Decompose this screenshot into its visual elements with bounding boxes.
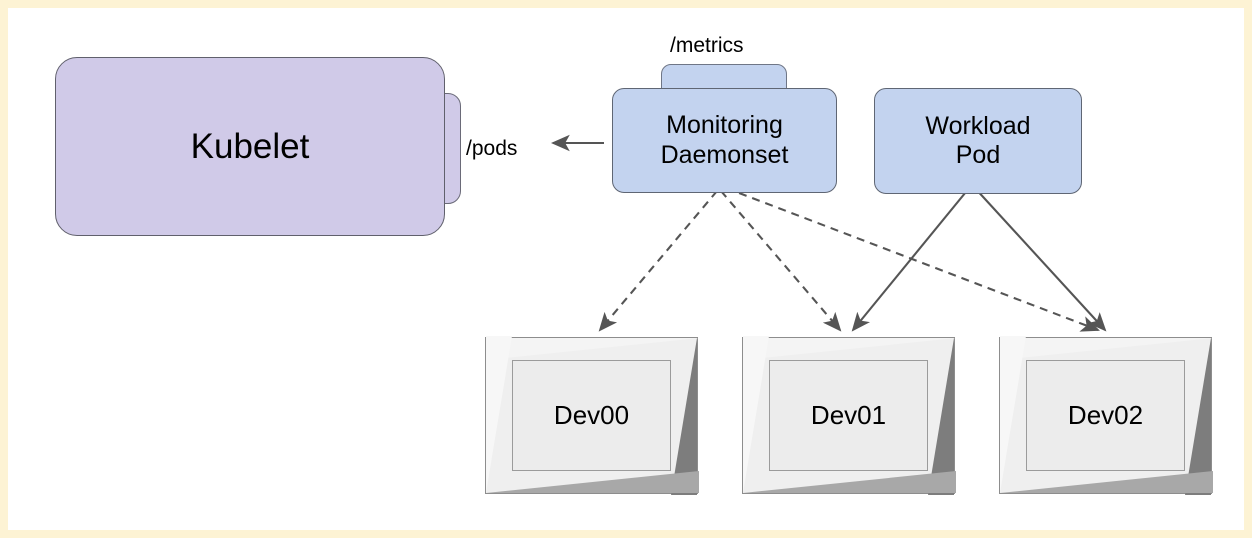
device-bevel-top (1000, 338, 1213, 360)
device-bevel-top (743, 338, 956, 360)
device-frame: Dev00 (485, 336, 699, 495)
monitoring-daemonset-label: Monitoring Daemonset (660, 111, 789, 169)
kubelet-node-group[interactable]: Kubelet (55, 57, 475, 252)
device-node-dev00[interactable]: Dev00 (485, 336, 699, 495)
device-label: Dev00 (553, 400, 630, 431)
pods-endpoint-label: /pods (466, 137, 518, 160)
workload-pod-node[interactable]: Workload Pod (874, 88, 1082, 194)
device-bevel-bottom (1000, 471, 1213, 493)
edge-daemonset-to-dev02 (725, 187, 1100, 332)
device-node-dev02[interactable]: Dev02 (999, 336, 1213, 495)
edge-workload-to-dev01 (851, 186, 971, 332)
device-bevel-left (743, 336, 769, 493)
device-bevel-right (928, 338, 954, 495)
monitoring-daemonset-group[interactable]: Monitoring Daemonset (612, 64, 844, 200)
device-bevel-right (671, 338, 697, 495)
monitoring-daemonset-node[interactable]: Monitoring Daemonset (612, 88, 837, 193)
device-frame: Dev01 (742, 336, 956, 495)
kubelet-label: Kubelet (190, 126, 310, 166)
edge-workload-to-dev02 (973, 186, 1107, 332)
edge-daemonset-to-dev01 (720, 190, 842, 332)
metrics-endpoint-label: /metrics (670, 34, 744, 57)
workload-pod-label: Workload Pod (925, 111, 1031, 170)
diagram-canvas: Kubelet /pods /metrics Monitoring Daemon… (8, 8, 1244, 530)
device-bevel-top (486, 338, 699, 360)
device-bevel-bottom (486, 471, 699, 493)
device-inner-panel: Dev01 (769, 360, 928, 471)
edge-daemonset-to-dev00 (598, 190, 718, 332)
device-node-dev01[interactable]: Dev01 (742, 336, 956, 495)
device-bevel-right (1185, 338, 1211, 495)
device-bevel-bottom (743, 471, 956, 493)
device-label: Dev01 (810, 400, 887, 431)
device-bevel-left (1000, 336, 1026, 493)
device-inner-panel: Dev02 (1026, 360, 1185, 471)
device-label: Dev02 (1067, 400, 1144, 431)
device-frame: Dev02 (999, 336, 1213, 495)
device-inner-panel: Dev00 (512, 360, 671, 471)
kubelet-node[interactable]: Kubelet (55, 57, 445, 236)
device-bevel-left (486, 336, 512, 493)
